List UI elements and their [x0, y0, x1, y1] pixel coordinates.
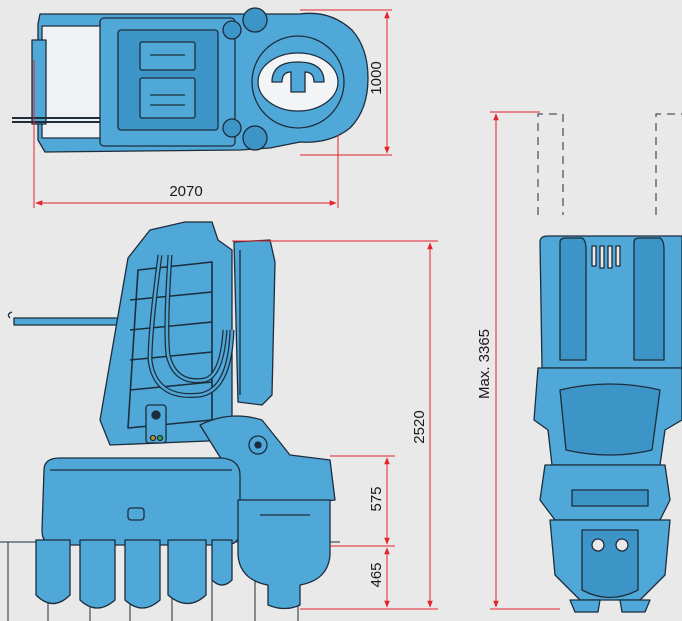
dim-top-length [33, 60, 339, 208]
dim-front-max [490, 111, 560, 610]
dim-top-width [300, 9, 392, 156]
dim-label-575: 575 [368, 486, 385, 511]
dim-label-1000: 1000 [368, 61, 385, 94]
top-view-machine [12, 7, 369, 153]
dim-label-2520: 2520 [411, 410, 428, 443]
side-view-machine [7, 221, 336, 610]
dim-label-max-3365: Max. 3365 [476, 329, 493, 399]
dim-label-2070: 2070 [169, 183, 202, 200]
front-view-machine: B [533, 235, 682, 613]
max-extension-outline [537, 113, 682, 215]
dim-label-465: 465 [368, 562, 385, 587]
dim-side-lines [232, 240, 438, 610]
